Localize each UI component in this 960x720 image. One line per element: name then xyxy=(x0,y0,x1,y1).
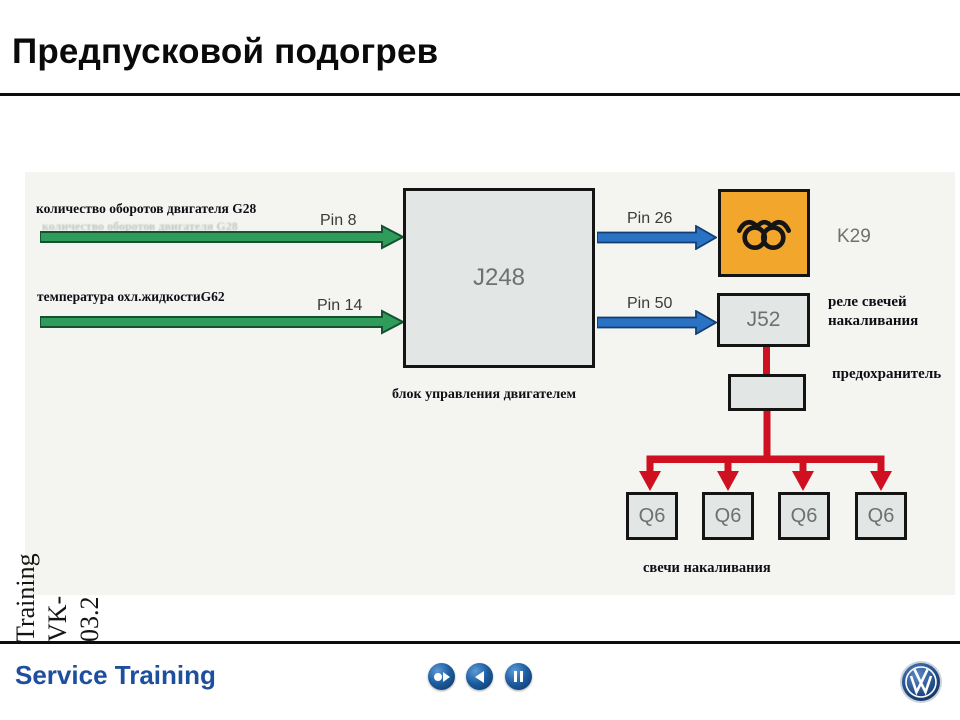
pin-label-26: Pin 26 xyxy=(627,210,673,227)
input-arrow-g28 xyxy=(40,224,404,250)
glow-plug-id: Q6 xyxy=(638,504,666,527)
output-arrow-pin26 xyxy=(597,225,717,250)
glow-plug-box-1: Q6 xyxy=(626,492,678,540)
side-reference-label: Training VK- 03.2 xyxy=(10,518,106,642)
glow-plug-box-3: Q6 xyxy=(778,492,830,540)
nav-go-to-start-button[interactable] xyxy=(428,663,455,690)
footer-brand: Service Training xyxy=(15,660,216,690)
ecu-box-j248: J248 xyxy=(403,188,595,368)
fuse-box xyxy=(728,374,806,411)
relay-caption-line2: накаливания xyxy=(828,313,919,329)
side-label-line3: 03.2 xyxy=(75,596,104,643)
go-to-start-arrow-icon xyxy=(442,671,450,682)
footer-divider xyxy=(0,641,960,644)
ecu-caption: блок управления двигателем xyxy=(392,387,576,402)
relay-caption-line1: реле свечей xyxy=(828,294,907,310)
scan-artifact-ghost-text: количество оборотов двигателя G28 xyxy=(42,219,238,233)
pause-icon xyxy=(514,671,517,682)
pin-label-8: Pin 8 xyxy=(320,212,357,229)
glow-plug-id: Q6 xyxy=(790,504,818,527)
glow-plug-box-4: Q6 xyxy=(855,492,907,540)
glow-plug-box-2: Q6 xyxy=(702,492,754,540)
side-label-line1: Training xyxy=(11,553,40,642)
relay-id: J52 xyxy=(746,308,781,331)
page-title: Предпусковой подогрев xyxy=(12,32,439,71)
go-to-start-icon xyxy=(433,672,442,681)
power-distribution-lines xyxy=(639,411,892,491)
side-label-line2: VK- xyxy=(43,595,72,642)
previous-icon xyxy=(475,670,484,683)
glow-plugs-caption: свечи накаливания xyxy=(643,560,771,576)
input-label-g28: количество оборотов двигателя G28 xyxy=(36,201,257,216)
output-arrow-pin50 xyxy=(597,310,717,335)
nav-previous-button[interactable] xyxy=(466,663,493,690)
glow-plug-coil-icon xyxy=(736,219,792,251)
indicator-id: K29 xyxy=(837,226,871,247)
relay-box-j52: J52 xyxy=(717,293,810,347)
vw-logo xyxy=(900,661,942,703)
ecu-id: J248 xyxy=(472,264,526,291)
pin-label-14: Pin 14 xyxy=(317,297,363,314)
fuse-caption: предохранитель xyxy=(832,366,942,382)
pin-label-50: Pin 50 xyxy=(627,295,673,312)
input-label-g62: температура охл.жидкостиG62 xyxy=(37,289,225,304)
input-arrow-g62 xyxy=(40,309,404,335)
nav-pause-button[interactable] xyxy=(505,663,532,690)
glow-plug-id: Q6 xyxy=(714,504,742,527)
indicator-box-k29 xyxy=(718,189,810,277)
power-line-relay-to-fuse xyxy=(763,347,770,375)
glow-plug-id: Q6 xyxy=(867,504,895,527)
pause-icon xyxy=(520,671,523,682)
title-divider xyxy=(0,93,960,96)
